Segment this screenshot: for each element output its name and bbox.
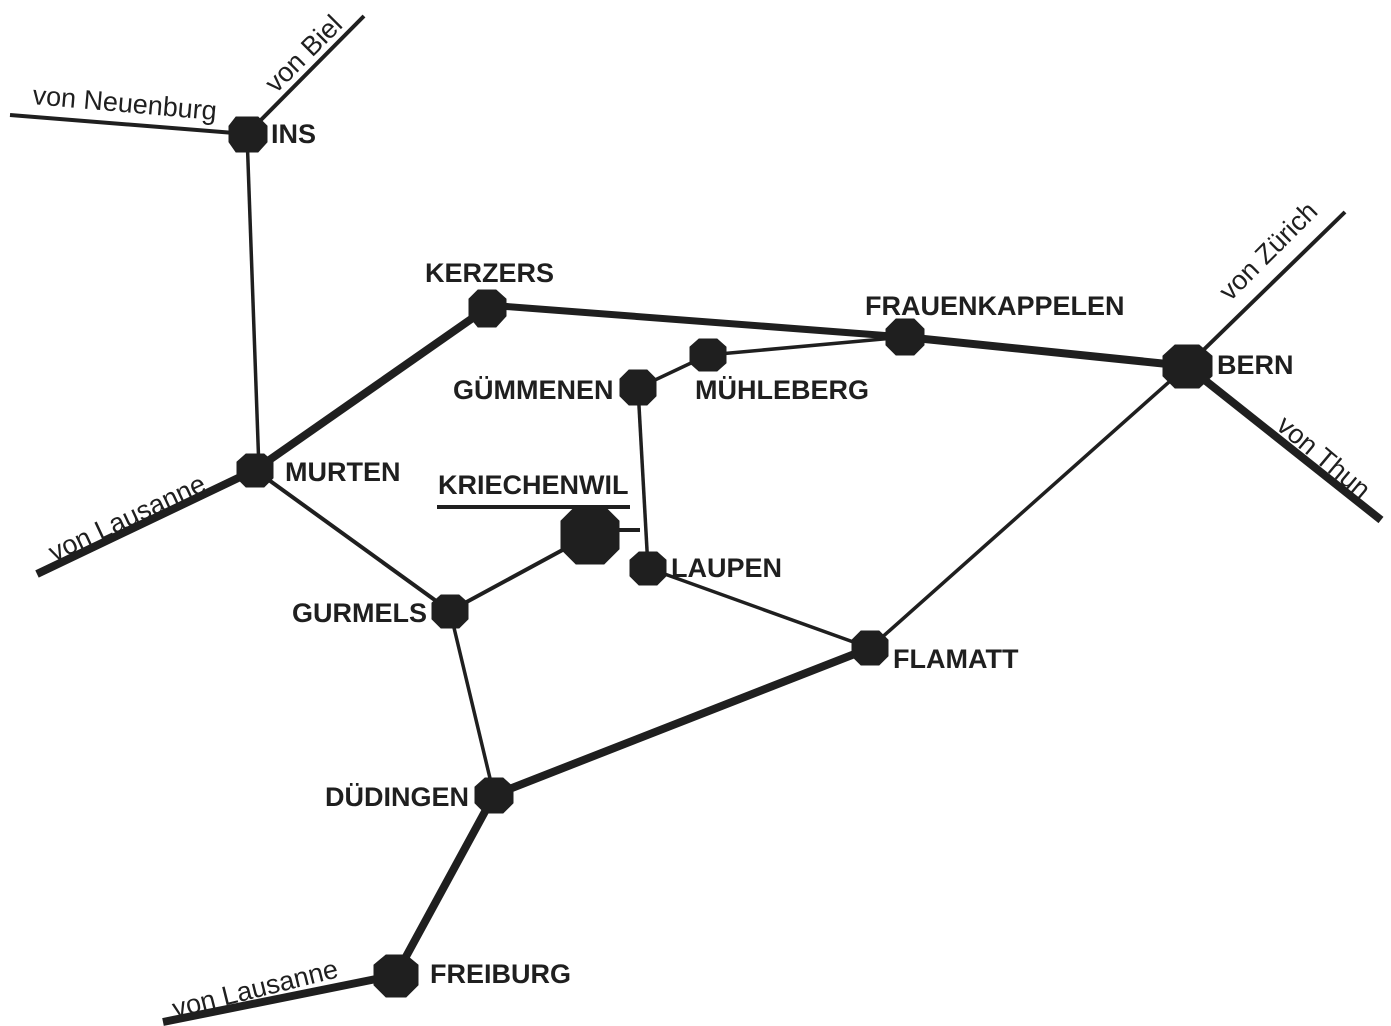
track-von-lausanne-freiburg	[162, 971, 397, 1026]
station-labels: INS KERZERS FRAUENKAPPELEN BERN GÜMMENEN…	[271, 119, 1294, 989]
station-label-gurmels[interactable]: GURMELS	[292, 598, 427, 628]
track-murten-gurmels	[253, 468, 452, 613]
station-label-ins[interactable]: INS	[271, 119, 316, 149]
station-label-freiburg[interactable]: FREIBURG	[430, 959, 571, 989]
tracks-thin	[9, 14, 1347, 796]
line-label-von-thun: von Thun	[1271, 410, 1376, 505]
track-kerzers-frauenkappelen	[486, 301, 906, 341]
line-label-von-biel: von Biel	[259, 9, 348, 98]
station-marker-freiburg[interactable]	[373, 954, 419, 998]
station-label-guemmenen[interactable]: GÜMMENEN	[453, 375, 614, 405]
station-label-muehleberg[interactable]: MÜHLEBERG	[695, 375, 869, 405]
track-guemmenen-laupen	[636, 387, 650, 569]
station-label-flamatt[interactable]: FLAMATT	[893, 644, 1019, 674]
line-label-von-lausanne-murten: von Lausanne	[44, 469, 210, 568]
station-label-murten[interactable]: MURTEN	[285, 457, 401, 487]
track-duedingen-freiburg	[392, 793, 498, 977]
track-duedingen-flamatt	[492, 644, 872, 799]
station-label-duedingen[interactable]: DÜDINGEN	[325, 782, 469, 812]
station-marker-frauenkappelen[interactable]	[885, 318, 925, 356]
station-marker-ins[interactable]	[228, 116, 268, 153]
track-von-thun	[1184, 362, 1384, 524]
incoming-line-labels: von Biel von Neuenburg von Lausanne von …	[31, 9, 1376, 1024]
track-gurmels-duedingen	[448, 610, 496, 796]
track-von-biel	[245, 14, 366, 136]
station-label-frauenkappelen[interactable]: FRAUENKAPPELEN	[865, 291, 1125, 321]
track-von-lausanne-murten	[35, 466, 257, 578]
station-marker-duedingen[interactable]	[474, 777, 514, 814]
station-marker-bern[interactable]	[1162, 344, 1213, 389]
track-laupen-flamatt	[647, 566, 871, 650]
station-marker-guemmenen[interactable]	[619, 369, 657, 406]
tracks-thick	[35, 301, 1384, 1026]
track-murten-kerzers	[252, 304, 490, 474]
station-marker-kriechenwil[interactable]	[560, 505, 620, 565]
station-label-laupen[interactable]: LAUPEN	[671, 553, 782, 583]
station-marker-gurmels[interactable]	[431, 594, 469, 629]
track-muehleberg-frauenkappelen	[707, 335, 906, 357]
station-marker-laupen[interactable]	[629, 551, 667, 586]
track-von-neuenburg	[9, 113, 248, 136]
station-marker-kerzers[interactable]	[468, 289, 507, 328]
station-markers	[228, 116, 1213, 998]
track-ins-murten	[245, 133, 261, 471]
track-frauenkappelen-bern	[904, 333, 1188, 370]
station-marker-flamatt[interactable]	[851, 630, 889, 666]
track-flamatt-bern	[868, 364, 1189, 650]
station-marker-muehleberg[interactable]	[689, 338, 727, 372]
line-label-von-lausanne-freiburg: von Lausanne	[169, 954, 341, 1024]
track-von-zuerich	[1185, 210, 1347, 368]
station-label-kriechenwil[interactable]: KRIECHENWIL	[438, 470, 629, 500]
station-marker-murten[interactable]	[236, 453, 274, 488]
station-label-bern[interactable]: BERN	[1217, 350, 1294, 380]
station-label-kerzers[interactable]: KERZERS	[425, 258, 554, 288]
